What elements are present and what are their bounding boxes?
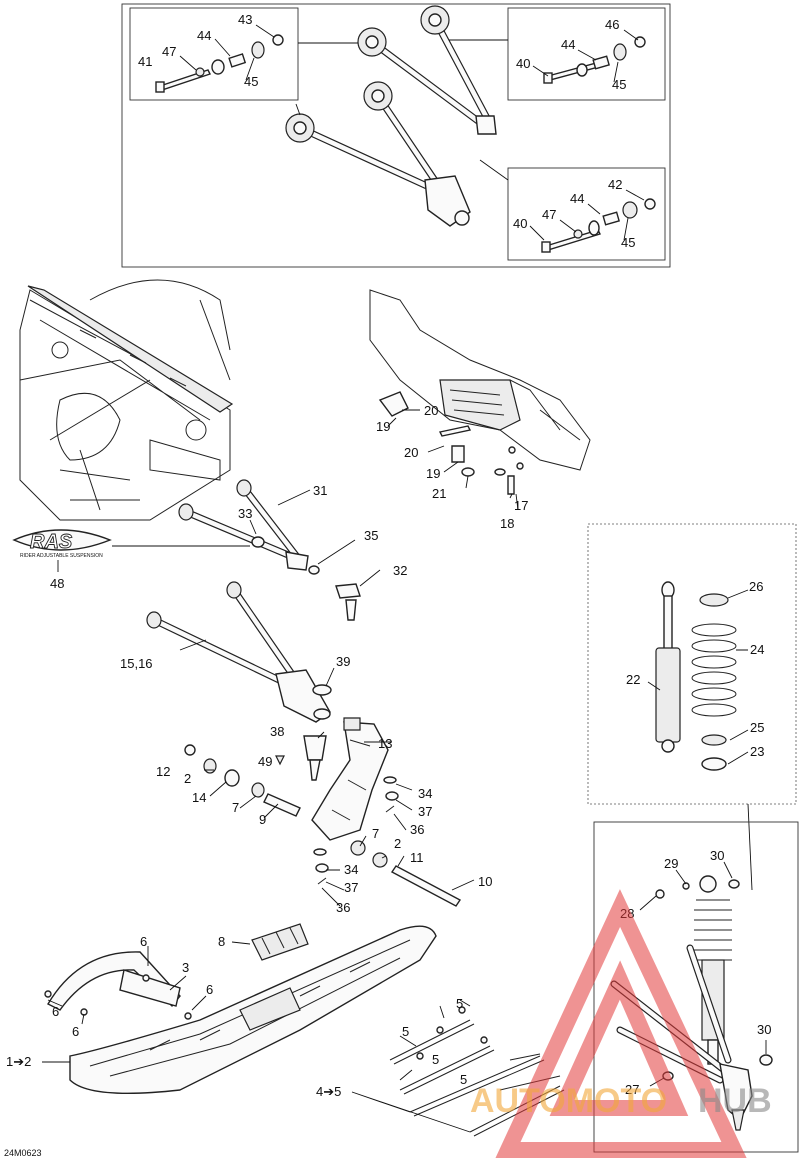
callout-10: 10	[478, 874, 492, 889]
assembled-shock	[694, 875, 732, 1065]
callout-26: 26	[749, 579, 763, 594]
callout-21: 21	[432, 486, 446, 501]
ras-logo-tagline: RIDER ADJUSTABLE SUSPENSION	[20, 553, 103, 559]
spindle	[311, 717, 389, 841]
callout-22: 22	[626, 672, 640, 687]
callout-47: 47	[162, 44, 176, 59]
callout-31: 31	[313, 483, 327, 498]
callout-36: 36	[410, 822, 424, 837]
callout-40: 40	[516, 56, 530, 71]
callout-6: 6	[72, 1024, 79, 1039]
callout-2: 2	[184, 771, 191, 786]
ras-logo: RAS RIDER ADJUSTABLE SUSPENSION	[12, 529, 112, 559]
automotohub-watermark: AUTOMOTO HUB	[470, 889, 772, 1158]
hardware-bolt-set-2	[543, 36, 646, 84]
ball-joint	[303, 565, 361, 781]
spindle-hardware	[184, 744, 462, 907]
hardware-inset-3	[507, 167, 666, 261]
ras-logo-text: RAS	[30, 531, 73, 553]
callout-42: 42	[608, 177, 622, 192]
callout-44: 44	[561, 37, 575, 52]
callout-36: 36	[336, 900, 350, 915]
callout-13: 13	[378, 736, 392, 751]
callout-48: 48	[50, 576, 64, 591]
callout-47: 47	[542, 207, 556, 222]
callout-37: 37	[344, 880, 358, 895]
callout-38: 38	[270, 724, 284, 739]
callout-7: 7	[232, 800, 239, 815]
callout-45: 45	[244, 74, 258, 89]
callout-14: 14	[192, 790, 206, 805]
lower-arm-assembled	[146, 581, 331, 723]
callout-40: 40	[513, 216, 527, 231]
callout-9: 9	[259, 812, 266, 827]
callout-23: 23	[750, 744, 764, 759]
callout-4-5: 4➔5	[316, 1084, 341, 1099]
callout-5: 5	[402, 1024, 409, 1039]
callout-30: 30	[710, 848, 724, 863]
callout-29: 29	[664, 856, 678, 871]
callout-41: 41	[138, 54, 152, 69]
callout-49: 49	[258, 754, 272, 769]
watermark-text-hub: HUB	[698, 1082, 772, 1120]
upper-arm-detail-frame	[121, 3, 671, 268]
callout-39: 39	[336, 654, 350, 669]
callout-46: 46	[605, 17, 619, 32]
upper-a-arm	[296, 16, 497, 227]
callout-35: 35	[364, 528, 378, 543]
coil-spring	[691, 593, 737, 771]
callout-6: 6	[206, 982, 213, 997]
callout-6: 6	[52, 1004, 59, 1019]
callout-24: 24	[750, 642, 764, 657]
callout-6: 6	[140, 934, 147, 949]
shock-detail-frame	[587, 523, 797, 805]
callout-43: 43	[238, 12, 252, 27]
callout-34: 34	[344, 862, 358, 877]
callout-5: 5	[456, 996, 463, 1011]
hardware-inset-1	[129, 7, 299, 101]
callout-32: 32	[393, 563, 407, 578]
ski-pad	[251, 923, 309, 961]
shock-absorber	[655, 581, 681, 753]
upper-arm-assembled	[178, 479, 309, 571]
callout-45: 45	[621, 235, 635, 250]
callout-2: 2	[394, 836, 401, 851]
ski	[69, 925, 437, 1095]
callout-19: 19	[426, 466, 440, 481]
hardware-bolt-set-1	[155, 34, 284, 93]
callout-37: 37	[418, 804, 432, 819]
callout-25: 25	[750, 720, 764, 735]
callout-12: 12	[156, 764, 170, 779]
callout-33: 33	[238, 506, 252, 521]
callout-3: 3	[182, 960, 189, 975]
callout-1-2: 1➔2	[6, 1054, 31, 1069]
hardware-bolt-set-3	[541, 198, 656, 253]
callout-5: 5	[460, 1072, 467, 1087]
mounting-bracket-assembly	[369, 289, 591, 495]
callout-8: 8	[218, 934, 225, 949]
callout-34: 34	[418, 786, 432, 801]
callout-20: 20	[404, 445, 418, 460]
callout-45: 45	[612, 77, 626, 92]
ski-handle	[44, 951, 192, 1020]
callout-5: 5	[432, 1052, 439, 1067]
callout-7: 7	[372, 826, 379, 841]
upper-a-arm-section	[121, 3, 671, 268]
callout-30: 30	[757, 1022, 771, 1037]
callout-44: 44	[570, 191, 584, 206]
chassis-frame	[19, 279, 234, 521]
callout-18: 18	[500, 516, 514, 531]
hardware-inset-2	[507, 7, 666, 101]
callout-15-16: 15,16	[120, 656, 153, 671]
callout-11: 11	[410, 850, 424, 865]
watermark-text-automoto: AUTOMOTO	[470, 1082, 667, 1120]
callout-19: 19	[376, 419, 390, 434]
callout-20: 20	[424, 403, 438, 418]
callout-17: 17	[514, 498, 528, 513]
diagram-code: 24M0623	[4, 1148, 42, 1158]
watermark-triangle-logo	[495, 889, 747, 1158]
callout-44: 44	[197, 28, 211, 43]
callout-27: 27	[625, 1082, 639, 1097]
